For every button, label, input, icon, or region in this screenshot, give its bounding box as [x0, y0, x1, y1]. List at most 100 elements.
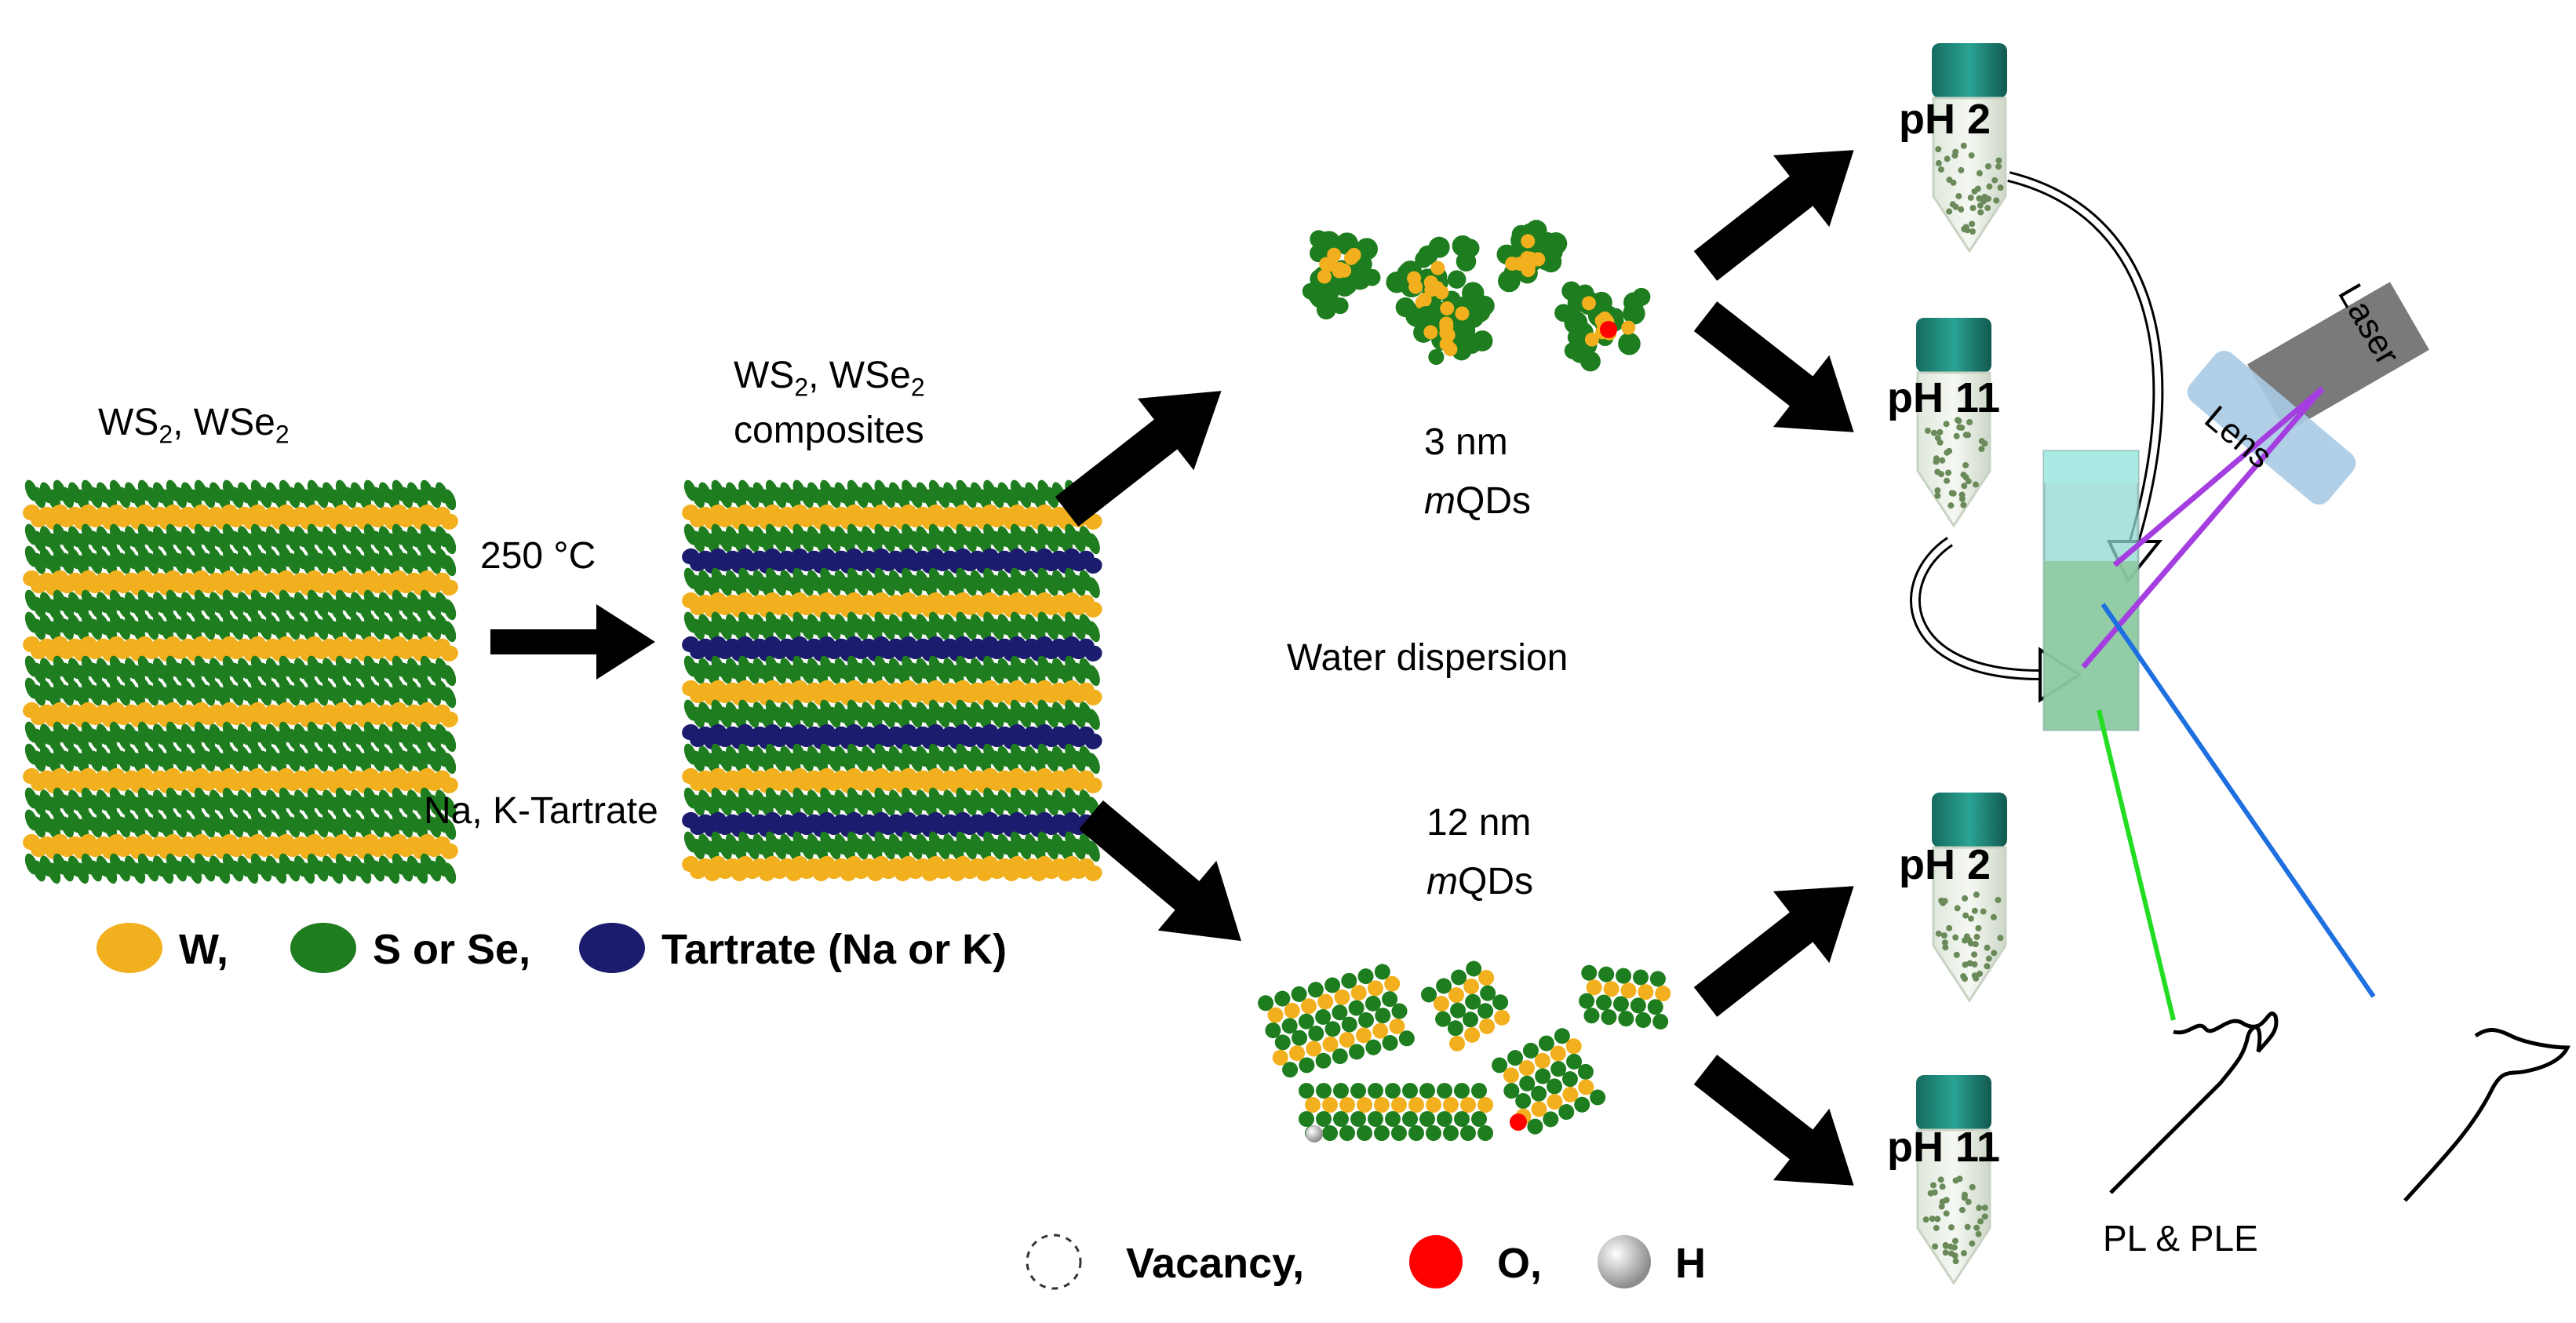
atom-T	[771, 731, 789, 748]
atom-T	[989, 731, 1007, 748]
slab-atom	[1368, 1083, 1383, 1099]
atom-S	[60, 684, 75, 706]
atom-S	[828, 487, 841, 508]
qd-atom-s	[1395, 297, 1416, 318]
atom-S	[773, 574, 787, 596]
tube-particle	[1981, 1205, 1988, 1212]
atom-W	[989, 511, 1007, 528]
atom-W	[961, 511, 979, 528]
tube-particle	[1980, 198, 1988, 205]
atom-S	[188, 862, 202, 884]
slab-atom	[1479, 1018, 1496, 1034]
atom-S	[428, 728, 442, 750]
slab-atom	[1358, 1011, 1375, 1028]
tube-particle	[1961, 226, 1968, 233]
atom-S	[258, 816, 272, 838]
atom-W	[313, 774, 330, 792]
atom-S	[1045, 706, 1058, 728]
atom-W	[907, 774, 925, 792]
atom-S	[173, 530, 188, 552]
atom-S	[1087, 665, 1100, 687]
legend-o-label: O,	[1497, 1240, 1543, 1287]
atom-S	[1018, 662, 1032, 684]
tube-particle	[1946, 177, 1953, 184]
tube-particle	[1969, 1183, 1976, 1190]
tube-particle	[1953, 432, 1960, 439]
atom-S	[443, 862, 457, 884]
tube-particle	[1969, 228, 1976, 235]
optical-setup	[2042, 282, 2571, 1202]
qd-atom-w	[1430, 261, 1445, 275]
atom-W	[880, 511, 898, 528]
slab-atom	[1522, 1042, 1539, 1059]
tube-particle	[1951, 1252, 1958, 1259]
qd-atom-w	[1455, 306, 1470, 321]
slab-atom	[1554, 1028, 1570, 1044]
slab-atom	[1558, 1104, 1575, 1121]
atom-T	[825, 818, 843, 836]
atom-T	[853, 731, 870, 748]
ple-spectrum	[2403, 1028, 2571, 1202]
tube-particle	[1973, 891, 1980, 898]
atom-W	[840, 865, 858, 881]
atom-S	[315, 530, 329, 552]
qd-atom-w	[1423, 325, 1438, 340]
atom-S	[258, 552, 272, 574]
atom-W	[798, 511, 816, 528]
atom-S	[230, 596, 244, 618]
tube-particle	[1932, 1243, 1939, 1250]
atom-S	[854, 530, 869, 552]
atom-S	[428, 530, 442, 552]
atom-S	[60, 816, 75, 838]
slab-atom	[1402, 1083, 1418, 1099]
atom-S	[746, 706, 760, 728]
atom-S	[145, 728, 159, 750]
sample-tube	[1916, 318, 1991, 528]
atom-S	[1073, 838, 1086, 860]
qd-slab	[1421, 960, 1510, 1051]
slab-atom	[1322, 1125, 1338, 1141]
atom-S	[691, 794, 705, 816]
sample-tube	[1916, 1075, 1991, 1285]
atom-S	[909, 618, 923, 640]
atom-S	[343, 684, 357, 706]
slab-atom	[1426, 1097, 1441, 1113]
atom-S	[371, 684, 385, 706]
atom-S	[145, 552, 159, 574]
atom-W	[949, 865, 967, 881]
tube-particle	[1958, 491, 1966, 498]
atom-W	[172, 774, 189, 792]
composite-block	[682, 479, 1102, 881]
atom-T	[716, 818, 734, 836]
atom-S	[258, 530, 272, 552]
slab-atom	[1316, 1111, 1332, 1127]
atom-W	[398, 774, 415, 792]
tube-particle	[1977, 202, 1984, 209]
atom-W	[370, 840, 387, 858]
atom-S	[371, 750, 385, 772]
atom-S	[964, 662, 977, 684]
atom-S	[991, 662, 1004, 684]
large-size-label: 12 nm	[1426, 802, 1532, 844]
atom-S	[315, 662, 329, 684]
atom-W	[441, 711, 458, 727]
atom-W	[704, 865, 722, 881]
atom-S	[443, 731, 457, 753]
qd-atom-s	[1471, 330, 1493, 352]
tube-particle	[1941, 898, 1948, 905]
atom-S	[230, 487, 244, 508]
atom-S	[202, 618, 216, 640]
atom-T	[716, 555, 734, 572]
atom-S	[882, 530, 895, 552]
tube-particle	[1974, 185, 1981, 192]
slab-atom	[1590, 1089, 1606, 1106]
atom-W	[961, 774, 979, 792]
legend-tartrate-label: Tartrate (Na or K)	[661, 926, 1007, 973]
laser-body	[2247, 282, 2429, 432]
atom-S	[443, 753, 457, 774]
slab-atom	[1306, 1041, 1322, 1057]
legend-vacancy-label: Vacancy,	[1126, 1240, 1305, 1287]
slab-atom	[1507, 1050, 1524, 1066]
atom-S	[414, 862, 428, 884]
atom-S	[47, 862, 61, 884]
